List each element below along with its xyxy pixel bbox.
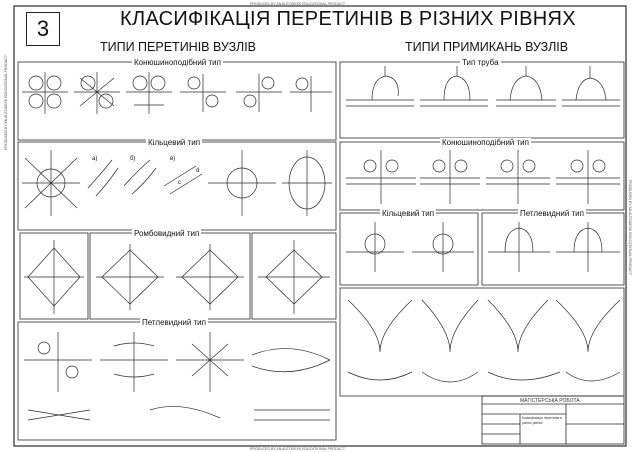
sheet-number: 3 [26,12,60,46]
diamond-drawings [24,240,330,314]
loop-left-drawings [24,332,331,421]
trumpet-drawings [346,66,620,107]
frame-loop-left [17,321,337,441]
watermark-left: PRODUCED BY AN AUTODESK EDUCATIONAL PROD… [4,55,8,150]
title-block-name: Класифікація перетинів в різних рівнях [522,416,562,425]
right-heading: ТИПИ ПРИМИКАНЬ ВУЗЛІВ [405,40,569,54]
frame-cloverleaf-right [339,141,625,211]
ring-label-d: d [196,168,200,174]
section-ring-left: Кільцевий тип [146,138,203,147]
ring-label-a: а) [92,156,98,162]
sheet-frame [13,5,627,447]
frame-diamond [89,232,251,320]
ring-label-b: б) [130,156,136,162]
section-ring-right: Кільцевий тип [380,209,437,218]
frame-loop-right [481,212,625,286]
title-block-header: МАГІСТЕРСЬКА РОБОТА [520,398,580,404]
watermark-top: PRODUCED BY AN AUTODESK EDUCATIONAL PROD… [250,2,345,6]
ring-left-drawings [22,150,332,216]
watermark-bottom: PRODUCED BY AN AUTODESK EDUCATIONAL PROD… [250,447,345,451]
frame-ring-right [339,212,479,286]
page-title: КЛАСИФІКАЦІЯ ПЕРЕТИНІВ В РІЗНИХ РІВНЯХ [120,8,576,30]
frame-ring-left [17,141,337,231]
cloverleaf-right-drawings [346,150,620,204]
frame-diamond-right-cell [251,232,337,320]
frame-cloverleaf-left [17,61,337,141]
ring-label-c: с [178,180,181,186]
left-heading: ТИПИ ПЕРЕТИНІВ ВУЗЛІВ [100,40,256,54]
section-cloverleaf-left: Конюшиноподібний тип [132,58,223,67]
frame-diamond-left-cell [19,232,89,320]
junction-drawings [347,299,621,383]
ring-loop-right-drawings [346,222,620,272]
section-loop-left: Петлевидний тип [140,318,208,327]
watermark-right: PRODUCED BY AN AUTODESK EDUCATIONAL PROD… [628,180,632,275]
section-loop-right: Петлевидний тип [518,209,586,218]
title-block [481,395,625,445]
cloverleaf-left-drawings [22,72,332,114]
section-cloverleaf-right: Конюшиноподібний тип [440,138,531,147]
ring-label-v: в) [170,156,176,162]
section-diamond: Ромбовидний тип [132,229,202,238]
section-trumpet: Тип труба [460,58,501,67]
